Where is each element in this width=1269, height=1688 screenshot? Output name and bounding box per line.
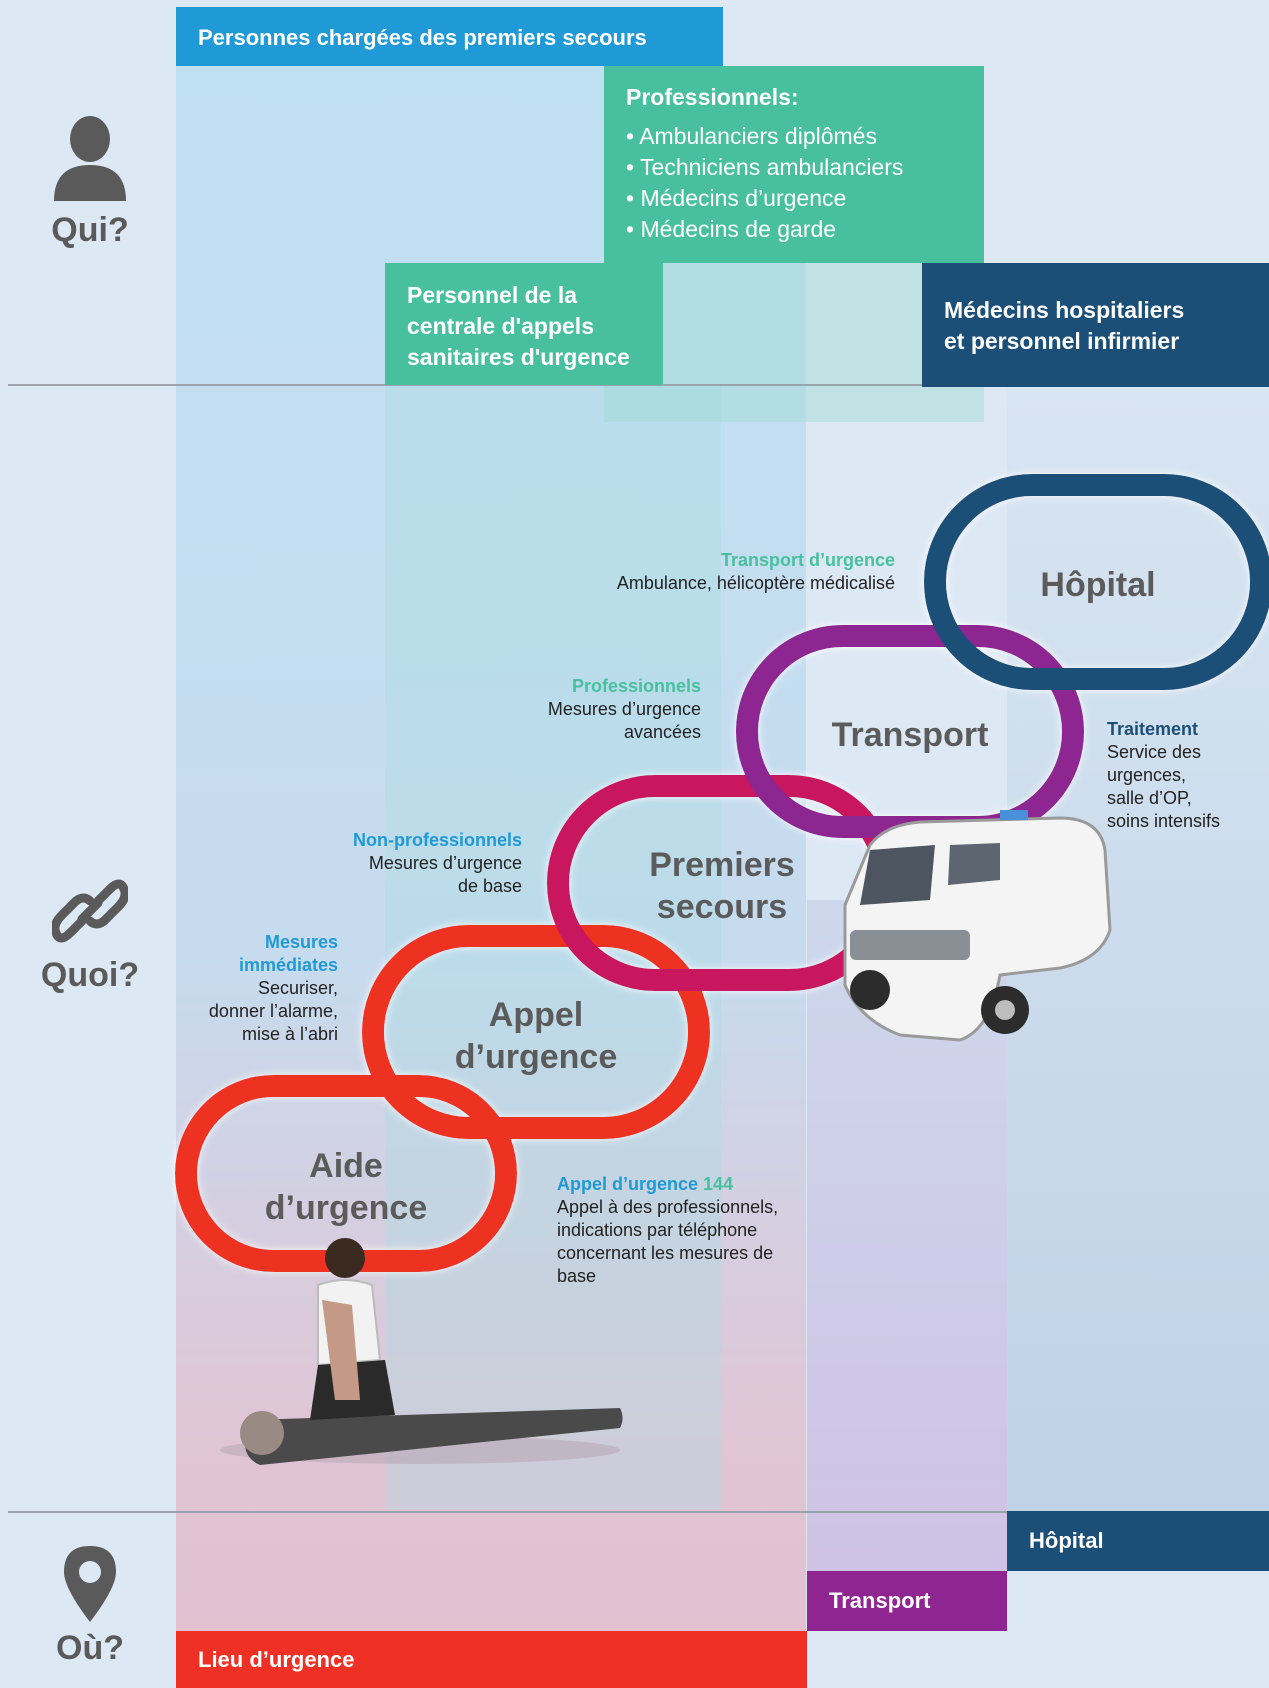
where-transport-label: Transport (829, 1588, 931, 1613)
ring-label-transport: Transport (747, 714, 1073, 756)
note-line: soins intensifs (1107, 811, 1221, 831)
separator-who-what (8, 384, 1269, 386)
box-professionals: Professionnels: Ambulanciers diplômés Te… (604, 66, 984, 263)
note-line: Appel à des professionnels, (557, 1197, 779, 1217)
professionals-item: Ambulanciers diplômés (626, 121, 984, 152)
row-label-who: Qui? (51, 211, 129, 249)
note-title-line: Mesures (264, 932, 338, 952)
dispatch-line: Personnel de la (407, 282, 578, 308)
note-line: Mesures d’urgence (368, 853, 522, 873)
hospital-staff-line: et personnel infirmier (944, 328, 1180, 354)
note-title: Traitement (1107, 719, 1199, 739)
call-number: 144 (703, 1174, 734, 1194)
ring-label-line: Transport (831, 716, 989, 754)
ring-label-appel: Appel d’urgence (373, 994, 699, 1078)
dispatch-line: centrale d'appels (407, 313, 594, 339)
note-title: Non-professionnels (352, 830, 522, 850)
ring-label-line: Appel (488, 996, 584, 1034)
professionals-list: Ambulanciers diplômés Techniciens ambula… (626, 121, 984, 245)
note-line: donner l’alarme, (208, 1001, 338, 1021)
cpr-illustration (220, 1238, 623, 1465)
person-icon (54, 116, 126, 201)
ring-label-hopital: Hôpital (935, 564, 1261, 606)
location-pin-icon (64, 1546, 116, 1622)
note-line: Securiser, (257, 978, 338, 998)
note-text: Ambulance, hélicoptère médicalisé (616, 573, 895, 593)
call-title: Appel d’urgence (557, 1174, 699, 1194)
row-label-where: Où? (56, 1629, 124, 1667)
note-line: mise à l’abri (241, 1024, 338, 1044)
box-first-aiders: Personnes chargées des premiers secours (176, 7, 723, 66)
note-line: avancées (623, 722, 701, 742)
ambulance-illustration (843, 810, 1112, 1042)
where-site-label: Lieu d’urgence (198, 1646, 355, 1672)
note-immediate: Mesures immédiates Securiser, donner l’a… (150, 931, 338, 1046)
ring-label-line: Hôpital (1040, 566, 1156, 604)
ring-label-premiers: Premiers secours (558, 844, 886, 928)
ring-appel (362, 925, 710, 1139)
box-hospital-staff: Médecins hospitaliers et personnel infir… (922, 263, 1269, 387)
note-treatment: Traitement Service des urgences, salle d… (1107, 718, 1267, 833)
professionals-title: Professionnels: (626, 84, 799, 110)
where-hospital-label: Hôpital (1029, 1528, 1104, 1553)
box-first-aiders-label: Personnes chargées des premiers secours (198, 25, 647, 50)
ring-label-aide: Aide d’urgence (186, 1145, 506, 1229)
dispatch-line: sanitaires d'urgence (407, 344, 630, 370)
ring-label-line: d’urgence (454, 1038, 618, 1076)
ring-label-line: d’urgence (264, 1189, 428, 1227)
where-hospital: Hôpital (1007, 1511, 1269, 1571)
ring-hopital (924, 474, 1269, 690)
note-line: base (557, 1266, 597, 1286)
note-nonpro: Non-professionnels Mesures d’urgence de … (300, 829, 522, 898)
chain-link-icon (52, 879, 128, 943)
note-line: indications par téléphone (557, 1220, 758, 1240)
ring-label-line: Premiers (649, 846, 795, 884)
note-title-line: immédiates (238, 955, 338, 975)
separator-what-where (8, 1511, 1269, 1513)
note-line: Service des (1107, 742, 1202, 762)
column-professionals (604, 262, 984, 422)
professionals-item: Techniciens ambulanciers (626, 152, 984, 183)
note-line: urgences, (1107, 765, 1187, 785)
ring-label-line: secours (656, 888, 788, 926)
note-line: salle d’OP, (1107, 788, 1192, 808)
note-title: Professionnels (571, 676, 701, 696)
professionals-item: Médecins de garde (626, 214, 984, 245)
note-title: Appel d’urgence 144 (557, 1173, 807, 1196)
note-line: Mesures d’urgence (547, 699, 701, 719)
note-call-144: Appel d’urgence 144 Appel à des professi… (557, 1173, 807, 1288)
ring-label-line: Aide (309, 1147, 383, 1185)
note-transport: Transport d’urgence Ambulance, hélicoptè… (560, 549, 895, 595)
note-professionals: Professionnels Mesures d’urgence avancée… (480, 675, 701, 744)
hospital-staff-line: Médecins hospitaliers (944, 297, 1185, 323)
where-transport: Transport (807, 1571, 1007, 1631)
box-dispatch: Personnel de la centrale d'appels sanita… (385, 263, 663, 385)
note-line: concernant les mesures de (557, 1243, 774, 1263)
where-site: Lieu d’urgence (176, 1631, 807, 1688)
note-line: de base (457, 876, 522, 896)
professionals-item: Médecins d’urgence (626, 183, 984, 214)
row-label-what: Quoi? (40, 956, 140, 994)
note-title: Transport d’urgence (720, 550, 895, 570)
